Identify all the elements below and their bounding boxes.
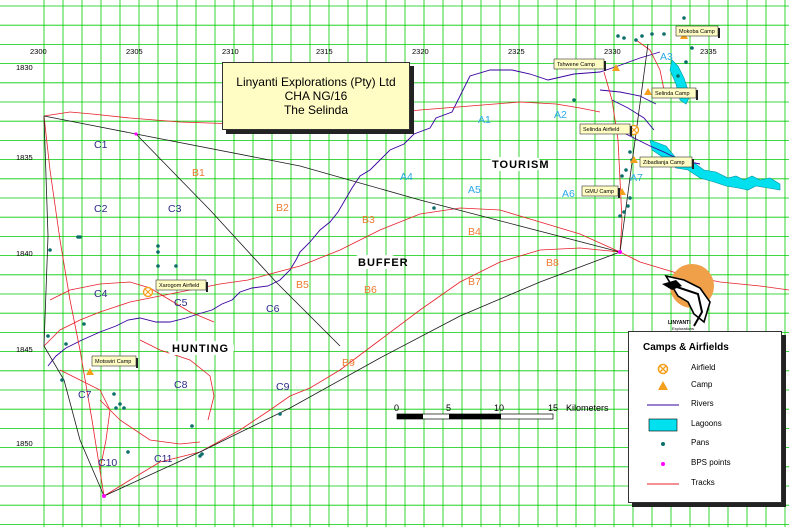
zone-label-a1: A1 (478, 114, 491, 126)
zone-label-c3: C3 (168, 203, 182, 215)
place-label-gmu: GMU Camp (585, 189, 614, 195)
logo-sub: Explorations (672, 326, 694, 331)
camp-icon (86, 368, 94, 375)
camp-icon (658, 381, 668, 390)
buffer-label: BUFFER (358, 257, 409, 269)
zone-label-b4: B4 (468, 226, 481, 238)
pans (46, 16, 694, 458)
grid-x-label: 2325 (508, 47, 525, 56)
lagoon-swatch-icon (648, 418, 678, 432)
zone-label-c6: C6 (266, 303, 280, 315)
zone-label-b2: B2 (276, 202, 289, 214)
zone-label-c8: C8 (174, 379, 188, 391)
bps-points (102, 132, 622, 498)
grid-x-label: 2320 (412, 47, 429, 56)
zone-label-a3: A3 (660, 51, 673, 63)
svg-text:5: 5 (446, 403, 451, 413)
zone-label-a2: A2 (554, 109, 567, 121)
airfield-icon (657, 363, 669, 375)
zone-label-b7: B7 (468, 276, 481, 288)
grid-y-label: 1835 (16, 153, 33, 162)
legend-title: Camps & Airfields (643, 342, 729, 353)
place-label-zibadianja: Zibadianja Camp (643, 160, 685, 166)
bps-dot-icon (661, 462, 665, 466)
logo-name: LINYANTI (668, 320, 691, 326)
svg-text:10: 10 (494, 403, 504, 413)
zone-label-c2: C2 (94, 203, 108, 215)
map-legend: Camps & Airfields Airfield Camp Rivers L… (628, 331, 782, 503)
scale-unit: Kilometers (566, 403, 609, 413)
svg-text:0: 0 (394, 403, 399, 413)
linyanti-logo: LINYANTI Explorations (662, 264, 714, 331)
place-label-motswiri: Motswiri Camp (95, 359, 131, 365)
title-area: The Selinda (283, 103, 349, 117)
place-label-mokoba: Mokoba Camp (679, 29, 715, 35)
zone-label-b1: B1 (192, 167, 205, 179)
zone-label-a4: A4 (400, 171, 413, 183)
title-box: Linyanti Explorations (Pty) Ltd CHA NG/1… (222, 62, 410, 130)
zone-label-c5: C5 (174, 297, 188, 309)
zone-label-b3: B3 (362, 214, 375, 226)
legend-row-pans: Pans (629, 435, 783, 453)
grid-y-label: 1830 (16, 63, 33, 72)
grid-x-label: 2300 (30, 47, 47, 56)
zone-label-b8: B8 (546, 257, 559, 269)
grid-x-label: 2305 (126, 47, 143, 56)
legend-row-bps: BPS points (629, 455, 783, 473)
place-label-tshwene: Tshwene Camp (557, 62, 595, 68)
grid-x-label: 2335 (700, 47, 717, 56)
legend-row-rivers: Rivers (629, 396, 783, 414)
tourism-label: TOURISM (492, 159, 550, 171)
zone-label-a5: A5 (468, 184, 481, 196)
legend-row-camp: Camp (629, 377, 783, 395)
pan-dot-icon (661, 442, 665, 446)
zone-label-c10: C10 (98, 457, 117, 469)
grid-y-label: 1850 (16, 439, 33, 448)
camp-icon (612, 64, 620, 71)
place-label-xarogom: Xarogom Airfield (159, 283, 199, 289)
zone-label-b5: B5 (296, 279, 309, 291)
grid-y-label: 1845 (16, 345, 33, 354)
legend-row-tracks: Tracks (629, 475, 783, 493)
river-line-icon (647, 404, 679, 406)
title-concession: CHA NG/16 (284, 89, 348, 103)
zone-label-c7: C7 (78, 389, 92, 401)
zone-label-a7: A7 (630, 172, 643, 184)
camp-icon (644, 88, 652, 95)
scale-bar: 0 5 10 15 Kilometers (394, 403, 609, 420)
legend-row-lagoons: Lagoons (629, 416, 783, 434)
zone-label-c9: C9 (276, 381, 290, 393)
grid-x-label: 2310 (222, 47, 239, 56)
grid-y-label: 1840 (16, 249, 33, 258)
zone-label-c11: C11 (154, 453, 173, 465)
zone-label-a6: A6 (562, 188, 575, 200)
grid-x-label: 2330 (604, 47, 621, 56)
place-label-selinda_airfield: Selinda Airfield (583, 127, 619, 133)
area-labels: TOURISM BUFFER HUNTING (168, 157, 550, 355)
svg-text:15: 15 (548, 403, 558, 413)
zone-label-b9: B9 (342, 357, 355, 369)
camp-icon (630, 156, 638, 163)
place-label-selinda_camp: Selinda Camp (655, 91, 690, 97)
legend-row-airfield: Airfield (629, 360, 783, 378)
track-line-icon (647, 483, 679, 485)
hunting-label: HUNTING (172, 343, 229, 355)
title-company: Linyanti Explorations (Pty) Ltd (236, 75, 396, 89)
grid-x-label: 2315 (316, 47, 333, 56)
zone-label-c4: C4 (94, 288, 108, 300)
zone-label-c1: C1 (94, 139, 108, 151)
zone-label-b6: B6 (364, 284, 377, 296)
